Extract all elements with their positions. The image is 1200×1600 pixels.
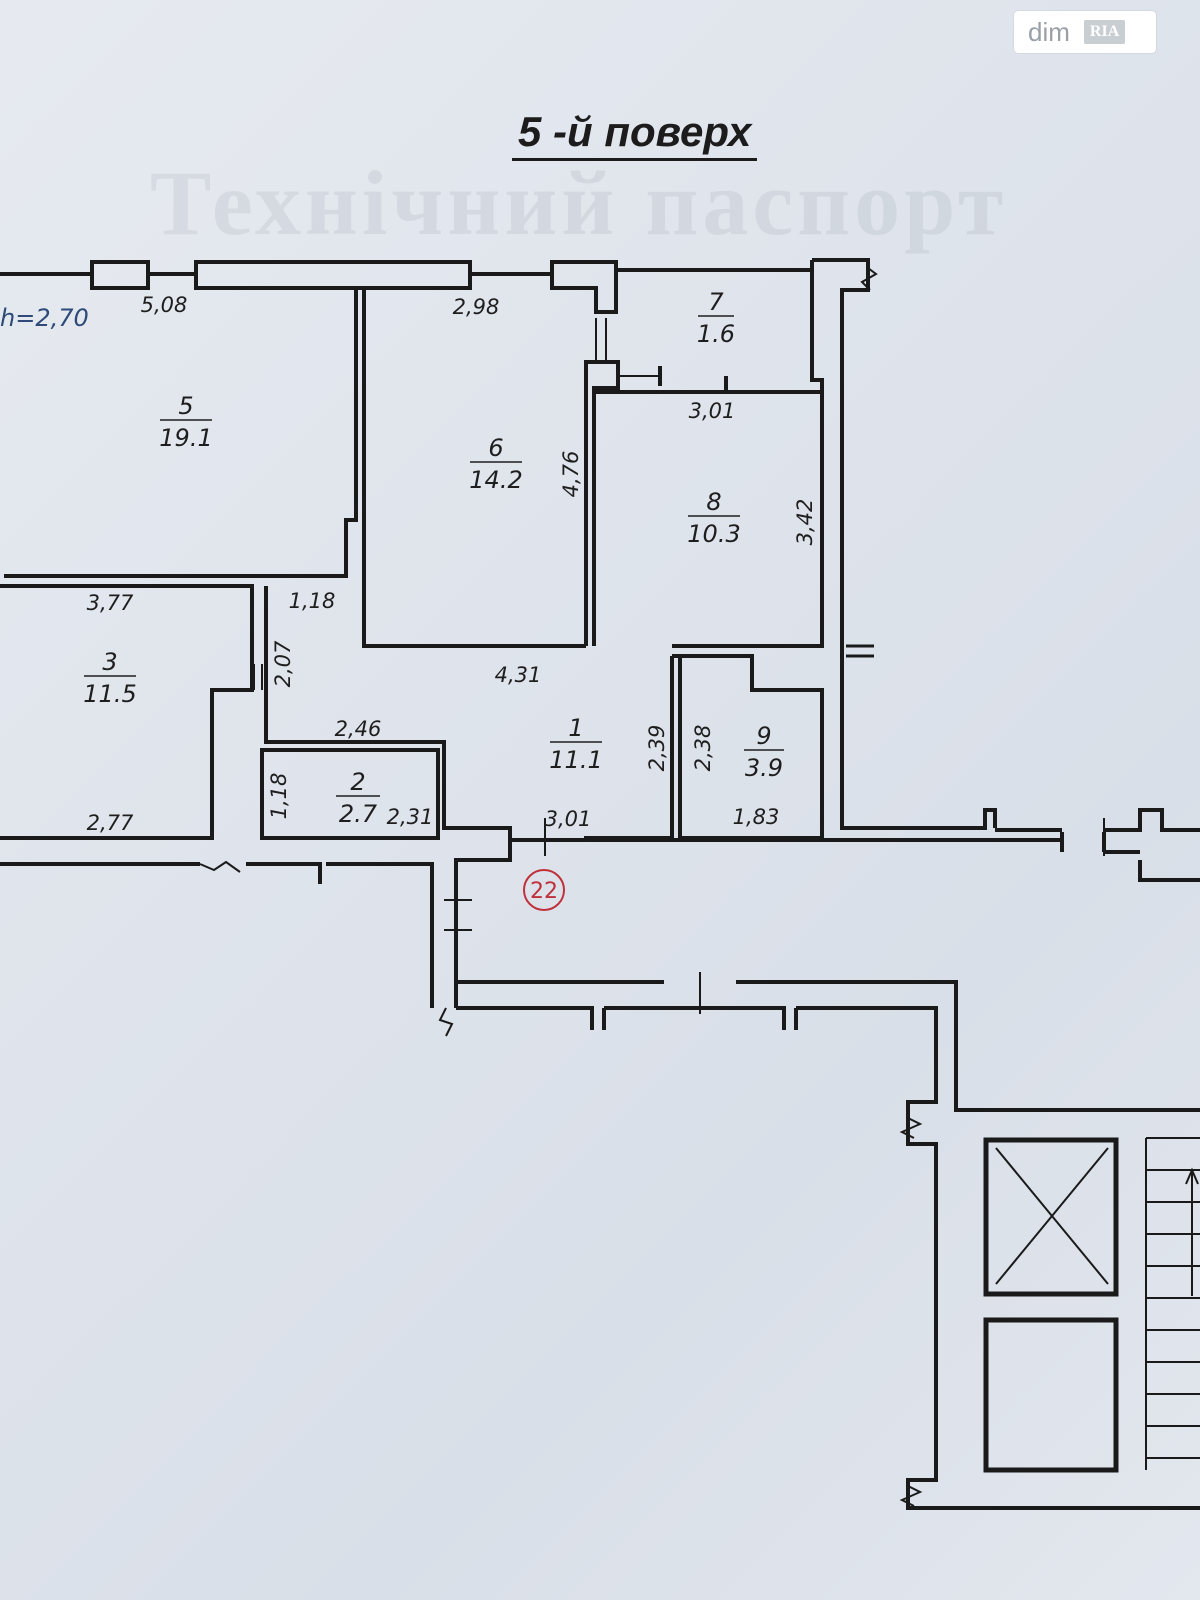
stairs [1145,1137,1200,1470]
break-mark [899,1117,923,1139]
floor-title: 5 -й поверх [512,108,758,161]
room-3-label: 3 11.5 [83,648,136,708]
break-mark [899,1485,923,1507]
door-ticks [444,818,1105,1014]
dimension-label: 2,46 [335,717,382,741]
break-mark [199,860,241,873]
room-number: 7 [708,288,724,316]
wall-segment [508,838,1062,860]
dimension-label: 2,38 [691,725,715,772]
stair-arrow [1185,1167,1199,1296]
dimension-label: 3,42 [793,499,817,546]
door-jamb [595,318,607,360]
room-area: 1.6 [697,320,735,348]
room-2-label: 2 2.7 [336,768,380,828]
dimension-label: 3,01 [689,399,736,423]
break-mark [438,1007,454,1037]
room-number: 1 [568,714,583,742]
marker-22: 22 [523,869,565,911]
room-1-label: 1 11.1 [549,714,602,774]
wall-segment [194,260,472,290]
break-mark [860,267,878,291]
room-area: 10.3 [687,520,740,548]
door-ticks [544,700,681,856]
wall-segment [456,980,1200,1112]
room-number: 5 [178,392,193,420]
wall-segment [90,260,150,290]
room-6-label: 6 14.2 [469,434,522,494]
marker-label: 22 [530,879,558,904]
room-number: 9 [756,722,771,750]
room-number: 3 [102,648,117,676]
logo-text: dim [1028,16,1070,47]
room-2-walls [260,748,440,840]
wall-segment [550,260,618,314]
watermark-text: Технічний паспорт [150,152,1008,254]
room-area: 11.5 [83,680,136,708]
dimension-label: 4,76 [559,451,583,498]
wall-segment [1138,860,1200,882]
room-9-label: 9 3.9 [744,722,784,782]
wall-segment [584,360,620,646]
wall-segment [0,862,434,1008]
dimension-label: 5,08 [141,293,188,317]
door-ticks [253,664,263,690]
dimension-label: 2,39 [645,725,669,772]
wall-segment [596,390,824,648]
wall-segment [995,808,1200,832]
wall-segment [658,366,812,394]
room-area: 19.1 [159,424,212,452]
room-number: 6 [488,434,503,462]
dim-ria-logo: dim RIA [1014,11,1156,53]
dimension-label: 2,31 [387,805,434,829]
logo-badge: RIA [1083,20,1126,44]
walls [0,258,1200,1510]
wall-segment [1060,832,1140,854]
room-area: 14.2 [469,466,522,494]
wall-segment [456,1006,1200,1510]
dimension-labels: 5,08 2,98 3,01 4,76 3,42 3,77 1,18 2,07 … [87,293,817,835]
dimension-label: 4,31 [495,663,542,687]
room-area: 2.7 [339,800,378,828]
room-number: 2 [350,768,365,796]
room-number: 8 [706,488,721,516]
wall-segment [264,586,512,1008]
wall-segment [4,290,358,578]
dimension-label: 2,07 [271,640,295,687]
wall-segment [362,290,586,648]
dimension-label: 1,18 [267,773,291,820]
dimension-label: 3,77 [87,591,134,615]
dimension-label: 2,77 [87,811,134,835]
wall-end [846,644,874,658]
ceiling-height-label: h=2,70 [0,304,89,332]
room-area: 3.9 [745,754,783,782]
room-area: 11.1 [549,746,602,774]
room-8-label: 8 10.3 [687,488,740,548]
wall-segment [840,646,997,830]
dimension-label: 3,01 [545,807,592,831]
dimension-label: 1,18 [289,589,336,613]
elevator-shaft [983,1137,1119,1297]
shaft-2 [983,1317,1119,1473]
elevator-cross [995,1147,1109,1285]
room-7-label: 7 1.6 [697,288,735,348]
wall-segment [0,584,254,840]
dimension-label: 1,83 [733,805,780,829]
dimension-label: 2,98 [453,295,500,319]
room-5-label: 5 19.1 [159,392,212,452]
